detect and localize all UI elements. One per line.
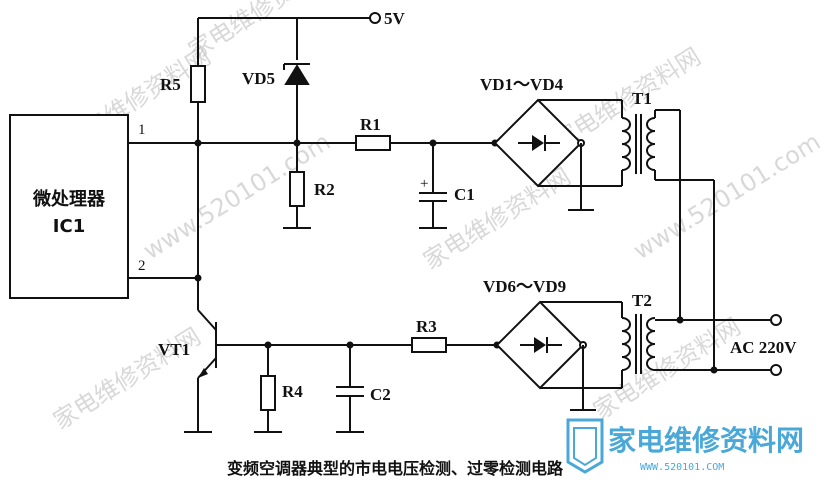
brand-logo: 家电维修资料网 WWW.520101.COM bbox=[566, 418, 804, 474]
vd5-branch: VD5 R2 bbox=[242, 18, 335, 229]
r3-resistor bbox=[411, 337, 447, 353]
vcc-label: 5V bbox=[384, 9, 406, 28]
zero-cross-line: VT1 R4 C2 R3 bbox=[128, 274, 501, 433]
watermark-text: 家电维修资料网 bbox=[588, 312, 745, 425]
watermark-text: 家电维修资料网 bbox=[183, 0, 340, 65]
bridge1-rectifier: VD1～VD4 bbox=[480, 75, 622, 211]
transformer-t1: T1 bbox=[621, 89, 714, 186]
c1-label: C1 bbox=[454, 185, 475, 204]
brand-shield-icon bbox=[566, 418, 604, 474]
r4-label: R4 bbox=[282, 382, 303, 401]
watermark-text: www.520101.com bbox=[138, 128, 335, 266]
pin1-label: 1 bbox=[138, 122, 146, 138]
ac-input: AC 220V bbox=[676, 110, 797, 376]
mcu-label-line2: IC1 bbox=[53, 216, 85, 237]
vd5-label: VD5 bbox=[242, 69, 275, 88]
ac-label: AC 220V bbox=[730, 338, 797, 357]
mcu-box bbox=[9, 114, 129, 299]
vt1-label: VT1 bbox=[158, 340, 190, 359]
t1-label: T1 bbox=[632, 89, 652, 108]
r3-label: R3 bbox=[416, 317, 437, 336]
c2-label: C2 bbox=[370, 385, 391, 404]
ac-terminal bbox=[770, 364, 782, 376]
pin2-label: 2 bbox=[138, 258, 146, 274]
brand-name: 家电维修资料网 bbox=[608, 424, 804, 457]
vd5-zener-diode bbox=[284, 64, 310, 85]
r5-resistor bbox=[190, 65, 206, 103]
diagram-caption: 变频空调器典型的市电电压检测、过零检测电路 bbox=[227, 459, 564, 478]
r1-label: R1 bbox=[360, 115, 381, 134]
bridge2-label: VD6～VD9 bbox=[483, 277, 566, 296]
watermark-text: 家电维修资料网 bbox=[418, 162, 575, 275]
t2-label: T2 bbox=[632, 291, 652, 310]
mcu-label-line1: 微处理器 bbox=[32, 188, 106, 210]
ac-terminal bbox=[770, 314, 782, 326]
r5-label: R5 bbox=[160, 75, 181, 94]
r4-resistor bbox=[260, 375, 276, 411]
r2-resistor bbox=[289, 171, 305, 207]
c1-polarity: + bbox=[420, 176, 428, 192]
r1-resistor bbox=[355, 135, 391, 151]
watermark-text: www.520101.com bbox=[628, 128, 825, 266]
r2-label: R2 bbox=[314, 180, 335, 199]
bridge2-rectifier: VD6～VD9 bbox=[483, 277, 622, 411]
bridge1-label: VD1～VD4 bbox=[480, 75, 564, 94]
brand-url: WWW.520101.COM bbox=[640, 462, 724, 473]
